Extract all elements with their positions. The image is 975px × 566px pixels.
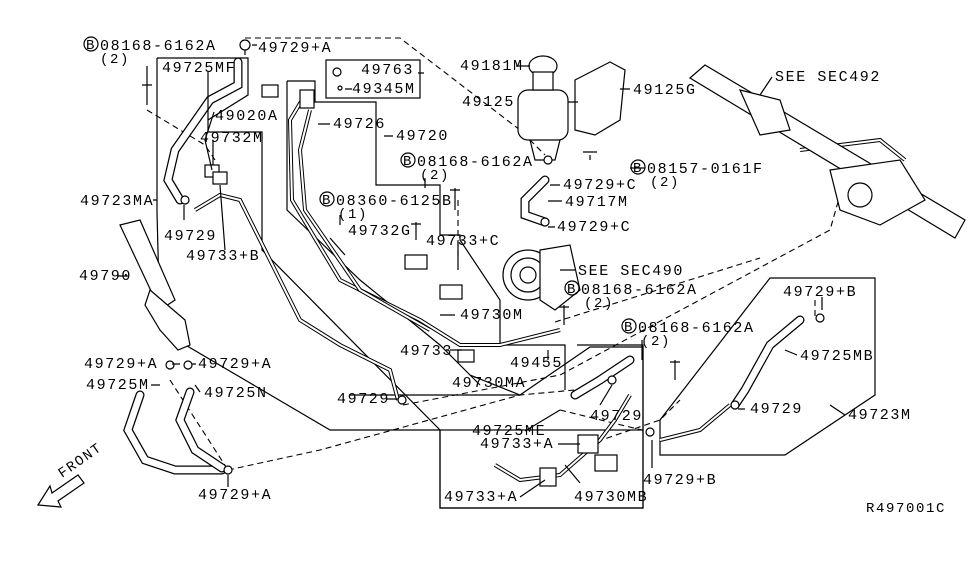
bolts: [142, 42, 680, 380]
label-bolt-08168-b-qty: (2): [420, 168, 450, 184]
clamps: [204, 84, 618, 487]
label-49725MF: 49725MF: [162, 60, 236, 77]
label-see-sec490: SEE SEC490: [578, 263, 684, 280]
steering-gear-rack: [688, 64, 966, 239]
label-49729A-left2: 49729+A: [198, 356, 272, 373]
label-bolt-08168-b: 08168-6162A: [417, 154, 534, 171]
label-49730M: 49730M: [460, 307, 524, 324]
label-49729-box: 49729: [590, 408, 643, 425]
hoses: [123, 57, 907, 483]
bolt-symbol: B: [86, 38, 96, 54]
label-49733A-bottom: 49733+A: [444, 489, 518, 506]
label-49730MA: 49730MA: [452, 375, 526, 392]
label-49790: 49790: [79, 268, 132, 285]
bolt-symbol: B: [633, 161, 643, 177]
label-49725ME: 49725ME: [472, 423, 546, 440]
label-49729-left: 49729: [164, 228, 217, 245]
label-49455: 49455: [510, 355, 563, 372]
label-49729B-bottom: 49729+B: [643, 472, 717, 489]
label-49729C-mid: 49729+C: [557, 219, 631, 236]
label-bolt-08157: 08157-0161F: [647, 161, 764, 178]
label-49732M: 49732M: [200, 130, 264, 147]
reference-code: R497001C: [866, 501, 946, 517]
reservoir-bracket: [574, 61, 626, 136]
leader-lines: [117, 44, 846, 498]
bolt-symbol-icon: B: [319, 191, 335, 209]
label-bolt-08168-c: 08168-6162A: [581, 282, 698, 299]
label-49345M: 49345M: [352, 81, 416, 98]
bolt-symbol: B: [322, 193, 332, 209]
label-bolt-08360: 08360-6125B: [336, 193, 453, 210]
bolt-symbol-icon: B: [621, 318, 637, 336]
label-see-sec492: SEE SEC492: [775, 69, 881, 86]
label-bolt-08360-qty: (1): [338, 207, 368, 223]
reservoir-tank: [517, 55, 569, 161]
label-49725MB: 49725MB: [800, 348, 874, 365]
bolt-symbol: B: [567, 282, 577, 298]
bolt-symbol-icon: B: [400, 152, 416, 170]
label-49181M: 49181M: [460, 58, 524, 75]
label-bolt-08168-a: 08168-6162A: [100, 38, 217, 55]
oil-cooler: [119, 219, 191, 351]
label-49733: 49733: [400, 343, 453, 360]
label-49729A-bottom: 49729+A: [198, 487, 272, 504]
front-arrow-icon: [36, 474, 85, 508]
components: [119, 39, 966, 487]
label-49729B-right: 49729+B: [783, 284, 857, 301]
label-49729A-left1: 49729+A: [84, 356, 158, 373]
label-49720: 49720: [396, 128, 449, 145]
bolt-symbol: B: [624, 320, 634, 336]
label-49723M: 49723M: [848, 407, 912, 424]
label-49725M: 49725M: [86, 377, 150, 394]
label-bolt-08168-c-qty: (2): [584, 296, 614, 312]
label-49125G: 49125G: [633, 82, 697, 99]
bolt-symbol-icon: B: [564, 280, 580, 298]
clips: [165, 39, 825, 475]
label-49729A: 49729+A: [258, 40, 332, 57]
assembly-outlines: [156, 57, 876, 509]
label-bolt-08157-qty: (2): [650, 175, 680, 191]
label-bolt-08168-a-qty: (2): [100, 52, 130, 68]
label-49717M: 49717M: [565, 194, 629, 211]
label-49726: 49726: [333, 116, 386, 133]
label-49730MB: 49730MB: [574, 489, 648, 506]
label-bolt-08168-d: 08168-6162A: [638, 320, 755, 337]
front-label: FRONT: [56, 440, 106, 482]
label-bolt-08168-d-qty: (2): [641, 334, 671, 350]
label-49732G: 49732G: [348, 223, 412, 240]
label-49723MA: 49723MA: [80, 193, 154, 210]
label-49729C-top: 49729+C: [563, 177, 637, 194]
label-49729-right: 49729: [750, 401, 803, 418]
label-49733A-top: 49733+A: [480, 436, 554, 453]
label-49733C: 49733+C: [426, 233, 500, 250]
label-49125: 49125: [462, 94, 515, 111]
part-labels: B 08168-6162A (2) 49729+A 49725MF 49763 …: [56, 36, 946, 517]
bolt-symbol-icon: B: [630, 159, 646, 177]
bolt-symbol: B: [403, 154, 413, 170]
label-49733B: 49733+B: [186, 248, 260, 265]
label-49729-center: 49729: [337, 391, 390, 408]
bolt-symbol-icon: B: [83, 36, 99, 54]
label-49725N: 49725N: [204, 385, 268, 402]
label-49763: 49763: [361, 62, 414, 79]
power-steering-pump: [502, 244, 581, 311]
label-49020A: 49020A: [215, 108, 279, 125]
